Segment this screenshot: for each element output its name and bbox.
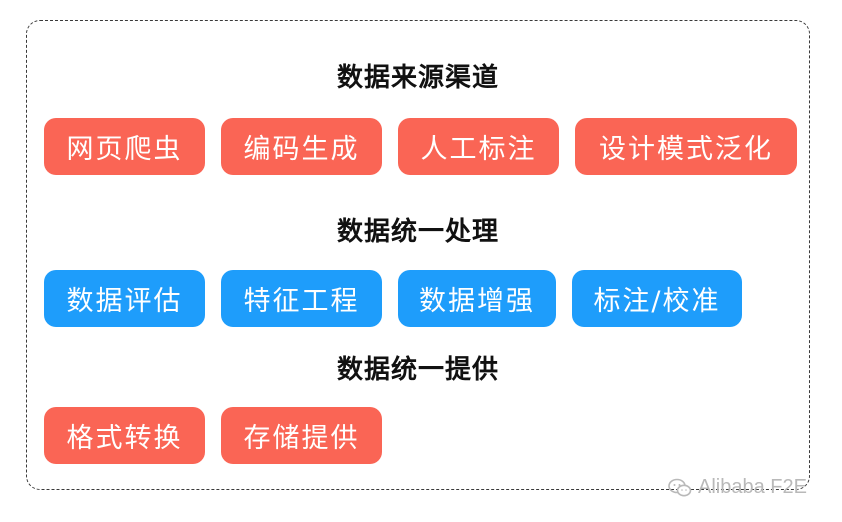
provide-storage: 存储提供 — [221, 407, 382, 464]
source-web-crawler: 网页爬虫 — [44, 118, 205, 175]
provide-format-conversion: 格式转换 — [44, 407, 205, 464]
wechat-icon — [668, 478, 692, 498]
provision-row: 格式转换 存储提供 — [44, 407, 382, 464]
source-manual-annotation: 人工标注 — [398, 118, 559, 175]
watermark-text: Alibaba F2E — [698, 476, 807, 498]
dashed-container — [26, 20, 810, 490]
sources-row: 网页爬虫 编码生成 人工标注 设计模式泛化 — [44, 118, 797, 175]
source-design-pattern-generalization: 设计模式泛化 — [575, 118, 797, 175]
process-data-augmentation: 数据增强 — [398, 270, 556, 327]
source-code-generation: 编码生成 — [221, 118, 382, 175]
watermark: Alibaba F2E — [668, 476, 807, 499]
processing-row: 数据评估 特征工程 数据增强 标注/校准 — [44, 270, 742, 327]
process-data-evaluation: 数据评估 — [44, 270, 205, 327]
section-title-provision: 数据统一提供 — [336, 355, 499, 385]
process-annotation-calibration: 标注/校准 — [572, 270, 742, 327]
section-title-processing: 数据统一处理 — [336, 217, 499, 247]
section-title-sources: 数据来源渠道 — [336, 63, 499, 93]
process-feature-engineering: 特征工程 — [221, 270, 382, 327]
